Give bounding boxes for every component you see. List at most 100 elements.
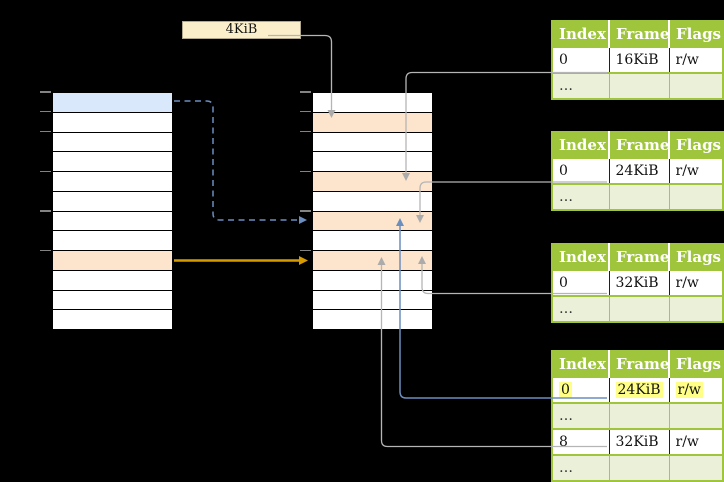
physical-frame-row-orange: [313, 172, 432, 192]
physical-memory-column: [312, 92, 433, 330]
table-row: 8 32KiB r/w: [552, 428, 723, 455]
cell-flags: [669, 402, 723, 429]
cell-flags: [669, 183, 723, 210]
highlighted-value: 24KiB: [615, 382, 663, 398]
highlighted-value: r/w: [675, 382, 703, 398]
table-row-ellipsis: …: [552, 402, 723, 429]
table-header-row: Index Frame Flags: [552, 351, 723, 377]
physical-frame-row: [313, 152, 432, 172]
physical-frame-row-orange: [313, 112, 432, 133]
physical-frame-row: [313, 93, 432, 113]
page-table-1: Index Frame Flags 0 16KiB r/w …: [551, 20, 724, 100]
virtual-memory-column: [52, 92, 173, 330]
virtual-page-row: [53, 310, 172, 329]
address-tick: [40, 250, 51, 252]
physical-frame-row-orange: [313, 211, 432, 232]
table-row-highlighted: 0 24KiB r/w: [552, 376, 723, 403]
column-header-index: Index: [552, 351, 610, 377]
virtual-page-row: [53, 113, 172, 133]
cell-index: …: [552, 454, 610, 481]
column-header-index: Index: [552, 244, 610, 270]
virtual-page-row: [53, 212, 172, 232]
address-tick: [300, 210, 311, 212]
physical-frame-row: [313, 291, 432, 311]
physical-frame-row: [313, 271, 432, 291]
table-header-row: Index Frame Flags: [552, 21, 723, 47]
cell-index: 0: [552, 269, 610, 296]
cell-index: …: [552, 295, 610, 322]
page-table-2: Index Frame Flags 0 24KiB r/w …: [551, 131, 724, 211]
page-table-3: Index Frame Flags 0 32KiB r/w …: [551, 243, 724, 323]
cell-frame: 16KiB: [609, 46, 670, 73]
virtual-page-row: [53, 271, 172, 291]
address-tick: [40, 170, 51, 172]
column-header-flags: Flags: [669, 132, 723, 158]
cell-frame: [609, 402, 670, 429]
column-header-frame: Frame: [609, 244, 670, 270]
virtual-page-row: [53, 172, 172, 192]
physical-frame-row-orange: [313, 251, 432, 271]
cell-frame: 24KiB: [609, 157, 670, 184]
arrow-virtual-page-blue-dashed: [174, 100, 307, 224]
virtual-page-row-blue: [53, 93, 172, 113]
column-header-frame: Frame: [609, 21, 670, 47]
table-row-ellipsis: …: [552, 183, 723, 210]
address-tick: [300, 111, 311, 113]
virtual-page-row: [53, 192, 172, 212]
virtual-page-row: [53, 231, 172, 251]
cell-frame: [609, 295, 670, 322]
cell-index: 0: [552, 157, 610, 184]
cell-index: 8: [552, 428, 610, 455]
cell-flags: [669, 295, 723, 322]
address-tick: [300, 170, 311, 172]
physical-frame-row: [313, 192, 432, 212]
column-header-flags: Flags: [669, 244, 723, 270]
column-header-index: Index: [552, 21, 610, 47]
cell-frame: [609, 183, 670, 210]
table-row-ellipsis: …: [552, 454, 723, 481]
column-header-flags: Flags: [669, 351, 723, 377]
address-tick: [40, 91, 51, 93]
table-row: 0 32KiB r/w: [552, 269, 723, 296]
address-tick: [40, 131, 51, 133]
cell-frame: 32KiB: [609, 428, 670, 455]
column-header-frame: Frame: [609, 351, 670, 377]
cell-index: …: [552, 402, 610, 429]
physical-frame-row: [313, 133, 432, 153]
virtual-page-row: [53, 152, 172, 172]
cell-index: 0: [552, 46, 610, 73]
cell-flags: r/w: [669, 269, 723, 296]
highlighted-value: 0: [559, 382, 572, 398]
address-tick: [300, 91, 311, 93]
physical-frame-row: [313, 231, 432, 251]
cell-frame: [609, 72, 670, 99]
cell-flags: r/w: [669, 46, 723, 73]
table-row-ellipsis: …: [552, 72, 723, 99]
page-size-label: 4KiB: [182, 21, 301, 39]
column-header-flags: Flags: [669, 21, 723, 47]
cell-index: …: [552, 183, 610, 210]
column-header-frame: Frame: [609, 132, 670, 158]
physical-frame-row: [313, 310, 432, 329]
cell-flags: [669, 72, 723, 99]
table-header-row: Index Frame Flags: [552, 132, 723, 158]
table-row: 0 16KiB r/w: [552, 46, 723, 73]
address-tick: [40, 111, 51, 113]
cell-index: …: [552, 72, 610, 99]
cell-frame: [609, 454, 670, 481]
cell-frame: 24KiB: [609, 376, 670, 403]
cell-index: 0: [552, 376, 610, 403]
address-tick: [300, 250, 311, 252]
cell-flags: r/w: [669, 376, 723, 403]
cell-flags: r/w: [669, 428, 723, 455]
virtual-page-row: [53, 133, 172, 153]
page-table-4: Index Frame Flags 0 24KiB r/w … 8 32KiB …: [551, 350, 724, 482]
table-header-row: Index Frame Flags: [552, 244, 723, 270]
column-header-index: Index: [552, 132, 610, 158]
address-tick: [40, 210, 51, 212]
cell-flags: r/w: [669, 157, 723, 184]
address-tick: [300, 131, 311, 133]
cell-frame: 32KiB: [609, 269, 670, 296]
table-row: 0 24KiB r/w: [552, 157, 723, 184]
